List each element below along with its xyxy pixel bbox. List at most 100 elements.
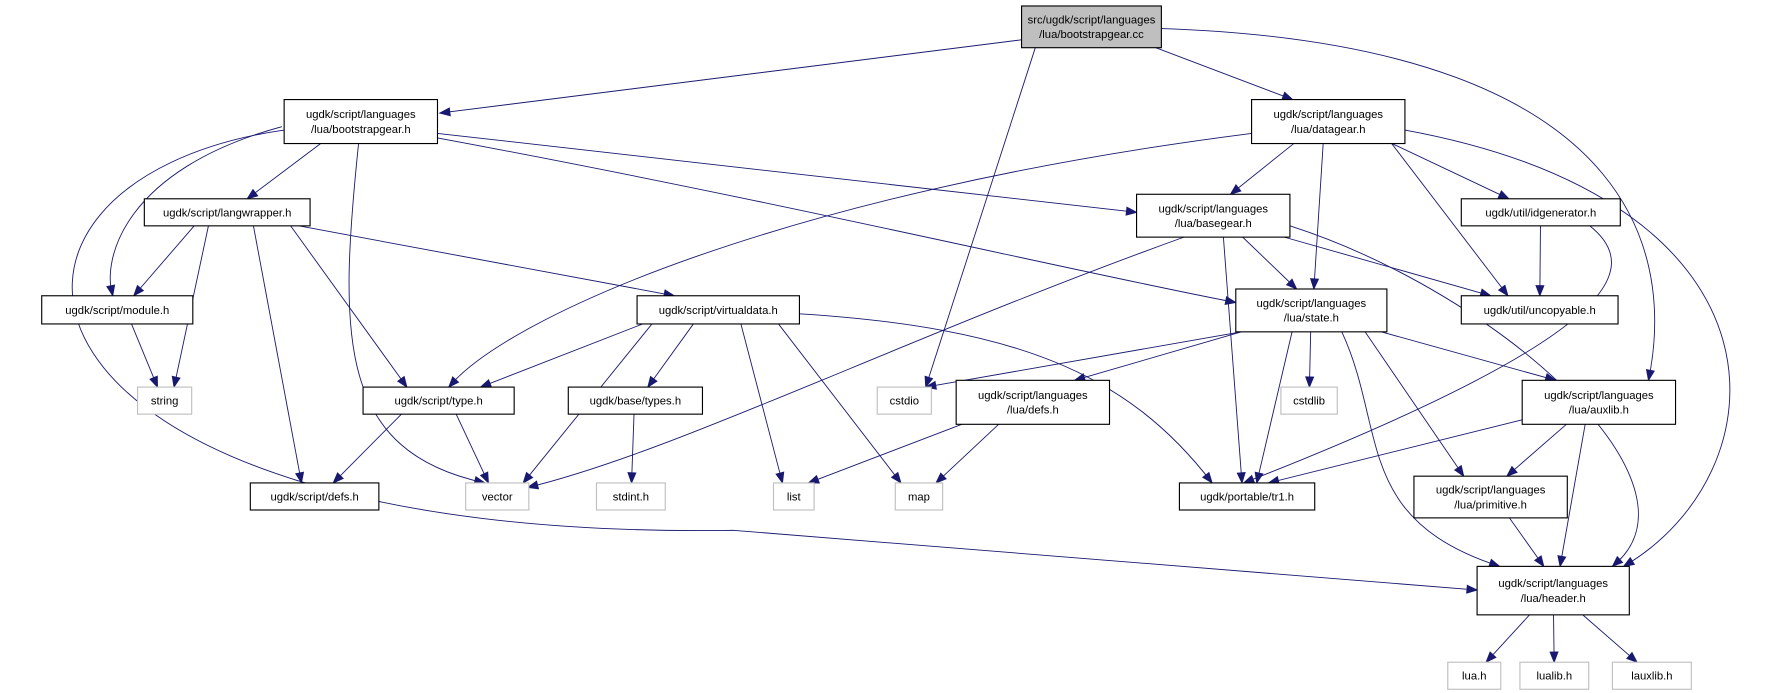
node-module-h[interactable]: ugdk/script/module.h: [41, 295, 194, 325]
arrowhead-icon: [1236, 472, 1246, 485]
arrowhead-icon: [171, 375, 181, 389]
node-label: ugdk/script/languages: [1273, 109, 1383, 121]
arrowhead-icon: [924, 375, 934, 389]
edge-bootstrapgear_cc-to-cstdio: [925, 47, 1036, 388]
arrowhead-icon: [396, 375, 408, 389]
node-box: [876, 386, 932, 415]
node-label: cstdlib: [1293, 396, 1325, 408]
arrowhead-icon: [627, 472, 637, 485]
arrowhead-icon: [935, 472, 947, 484]
node-label: ugdk/script/languages: [1498, 578, 1608, 590]
node-cstdlib: cstdlib: [1280, 386, 1338, 415]
node-bootstrapgear-h[interactable]: ugdk/script/languages/lua/bootstrapgear.…: [283, 99, 439, 145]
node-label: vector: [482, 491, 513, 503]
node-string: string: [136, 386, 193, 415]
node-box: [143, 198, 311, 227]
node-label: string: [151, 396, 179, 408]
arrowhead-icon: [332, 472, 344, 484]
node-box: [595, 482, 666, 511]
node-box: [136, 386, 193, 415]
edge-type_h-to-vector: [455, 413, 489, 484]
node-label: ugdk/script/module.h: [65, 305, 169, 317]
node-map: map: [894, 482, 944, 511]
arrowhead-icon: [1224, 295, 1238, 306]
node-box: [1280, 386, 1338, 415]
arrowhead-icon: [1622, 556, 1636, 568]
arrowhead-icon: [1201, 471, 1213, 484]
node-label: ugdk/script/languages: [306, 109, 416, 121]
edges-layer: [71, 28, 1731, 664]
node-label: ugdk/script/virtualdata.h: [659, 305, 778, 317]
node-header-h[interactable]: ugdk/script/languages/lua/header.h: [1476, 565, 1630, 616]
edge-header_h-to-lua_h: [1485, 614, 1530, 663]
node-lauxlib-h: lauxlib.h: [1611, 661, 1692, 690]
node-label: /lua/bootstrapgear.h: [311, 124, 411, 136]
node-box: [1460, 295, 1619, 325]
edge-basegear_h-to-uncopyable_h: [1284, 236, 1491, 297]
node-label: ugdk/script/languages: [1436, 485, 1546, 497]
node-types-h[interactable]: ugdk/base/types.h: [567, 386, 704, 415]
arrowhead-icon: [1488, 558, 1501, 568]
node-box: [567, 386, 704, 415]
node-lua-defs-h[interactable]: ugdk/script/languages/lua/defs.h: [955, 379, 1111, 425]
arrowhead-icon: [1453, 464, 1465, 478]
node-type-h[interactable]: ugdk/script/type.h: [362, 386, 515, 415]
edge-state_h-to-tr1_h: [1256, 331, 1293, 484]
arrowhead-icon: [1626, 651, 1639, 664]
edge-auxlib_h-to-primitive_h: [1506, 423, 1567, 477]
edge-datagear_h-to-state_h: [1313, 143, 1324, 290]
arrowhead-icon: [1533, 555, 1545, 568]
edge-bootstrapgear_cc-to-datagear_h: [1155, 47, 1293, 100]
edge-virtualdata_h-to-map: [778, 323, 902, 484]
node-label: ugdk/script/langwrapper.h: [163, 207, 291, 219]
edge-datagear_h-to-type_h: [448, 132, 1252, 388]
node-langwrapper-h[interactable]: ugdk/script/langwrapper.h: [143, 198, 311, 227]
edge-types_h-to-stdint_h: [631, 414, 635, 483]
edge-basegear_h-to-vector: [527, 236, 1185, 488]
node-box: [465, 482, 530, 511]
node-list: list: [772, 482, 815, 511]
node-virtualdata-h[interactable]: ugdk/script/virtualdata.h: [636, 295, 800, 325]
arrowhead-icon: [1505, 465, 1518, 477]
node-tr1-h[interactable]: ugdk/portable/tr1.h: [1178, 482, 1316, 511]
node-bootstrapgear-cc[interactable]: src/ugdk/script/languages/lua/bootstrapg…: [1020, 5, 1162, 49]
node-box: [362, 386, 515, 415]
node-label: /lua/defs.h: [1007, 405, 1059, 417]
edge-idgenerator_h-to-uncopyable_h: [1539, 225, 1541, 296]
edge-state_h-to-auxlib_h: [1381, 331, 1556, 381]
node-label: /lua/datagear.h: [1291, 124, 1366, 136]
node-box: [283, 99, 439, 145]
node-basegear-h[interactable]: ugdk/script/languages/lua/basegear.h: [1136, 193, 1291, 238]
edge-idgenerator_h-to-tr1_h: [1243, 225, 1612, 484]
node-uncopyable-h[interactable]: ugdk/util/uncopyable.h: [1460, 295, 1619, 325]
node-box: [1521, 379, 1677, 425]
node-box: [636, 295, 800, 325]
arrowhead-icon: [106, 284, 116, 297]
edge-bootstrapgear_cc-to-auxlib_h: [1161, 28, 1656, 381]
node-label: ugdk/script/defs.h: [270, 491, 358, 503]
edge-lua_defs_h-to-map: [935, 423, 999, 484]
edge-virtualdata_h-to-tr1_h: [799, 313, 1213, 484]
node-primitive-h[interactable]: ugdk/script/languages/lua/primitive.h: [1413, 475, 1568, 519]
edge-datagear_h-to-header_h: [1404, 129, 1731, 567]
arrowhead-icon: [526, 480, 540, 490]
node-label: list: [787, 491, 802, 503]
node-label: stdint.h: [613, 491, 649, 503]
edge-bootstrapgear_h-to-langwrapper_h: [246, 143, 322, 200]
node-box: [249, 482, 380, 511]
node-auxlib-h[interactable]: ugdk/script/languages/lua/auxlib.h: [1521, 379, 1677, 425]
node-box: [1178, 482, 1316, 511]
node-label: /lua/auxlib.h: [1569, 405, 1629, 417]
node-state-h[interactable]: ugdk/script/languages/lua/state.h: [1235, 288, 1388, 333]
node-idgenerator-h[interactable]: ugdk/util/idgenerator.h: [1460, 198, 1621, 227]
arrowhead-icon: [1611, 555, 1624, 568]
node-label: ugdk/portable/tr1.h: [1200, 491, 1294, 503]
edge-basegear_h-to-state_h: [1242, 236, 1297, 290]
node-script-defs-h[interactable]: ugdk/script/defs.h: [249, 482, 380, 511]
node-box: [1136, 193, 1291, 238]
node-datagear-h[interactable]: ugdk/script/languages/lua/datagear.h: [1251, 99, 1406, 145]
edge-basegear_h-to-tr1_h: [1222, 237, 1243, 483]
node-label: lualib.h: [1536, 671, 1572, 683]
